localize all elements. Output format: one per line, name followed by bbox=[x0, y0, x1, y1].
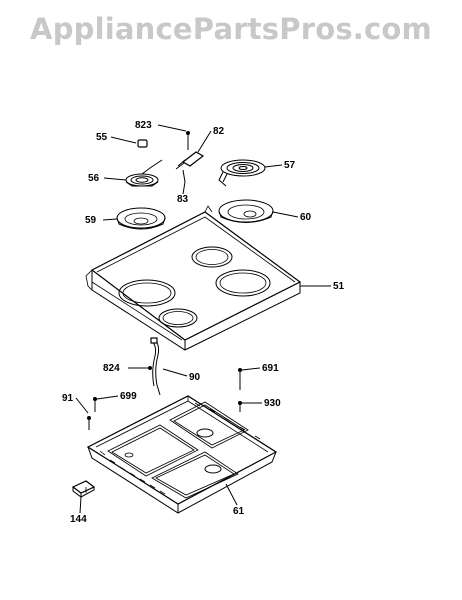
terminal-block-82 bbox=[175, 151, 205, 170]
cooktop-51 bbox=[85, 205, 302, 351]
part-55-cap bbox=[137, 139, 148, 148]
screw-930 bbox=[238, 401, 242, 412]
label-699: 699 bbox=[120, 391, 137, 402]
label-56: 56 bbox=[88, 173, 100, 184]
screw-83 bbox=[182, 169, 186, 183]
label-59: 59 bbox=[85, 215, 97, 226]
label-55: 55 bbox=[96, 132, 108, 143]
label-83: 83 bbox=[177, 194, 189, 205]
label-91: 91 bbox=[62, 393, 74, 404]
surface-element-57 bbox=[218, 159, 266, 187]
label-823: 823 bbox=[135, 120, 152, 131]
label-824: 824 bbox=[103, 363, 120, 374]
screw-823 bbox=[186, 131, 190, 150]
drip-pan-60 bbox=[218, 199, 274, 223]
screw-699 bbox=[93, 397, 97, 412]
leader-lines bbox=[75, 124, 331, 514]
label-82: 82 bbox=[213, 126, 225, 137]
drip-pan-59 bbox=[116, 207, 166, 230]
label-51: 51 bbox=[333, 281, 345, 292]
screw-91 bbox=[87, 416, 91, 430]
burner-box-61 bbox=[86, 395, 278, 514]
part-labels: 823 82 55 56 83 57 59 60 51 824 90 691 9… bbox=[62, 120, 345, 525]
label-144: 144 bbox=[70, 514, 87, 525]
screw-824 bbox=[148, 366, 152, 370]
label-90: 90 bbox=[189, 372, 201, 383]
watermark-text: AppliancePartsPros.com bbox=[30, 12, 432, 46]
label-60: 60 bbox=[300, 212, 312, 223]
label-61: 61 bbox=[233, 506, 245, 517]
label-930: 930 bbox=[264, 398, 281, 409]
surface-element-56 bbox=[125, 159, 163, 187]
label-691: 691 bbox=[262, 363, 279, 374]
label-57: 57 bbox=[284, 160, 296, 171]
wire-harness-90 bbox=[150, 337, 161, 396]
part-144-bracket bbox=[71, 480, 96, 498]
screw-691 bbox=[238, 368, 242, 390]
